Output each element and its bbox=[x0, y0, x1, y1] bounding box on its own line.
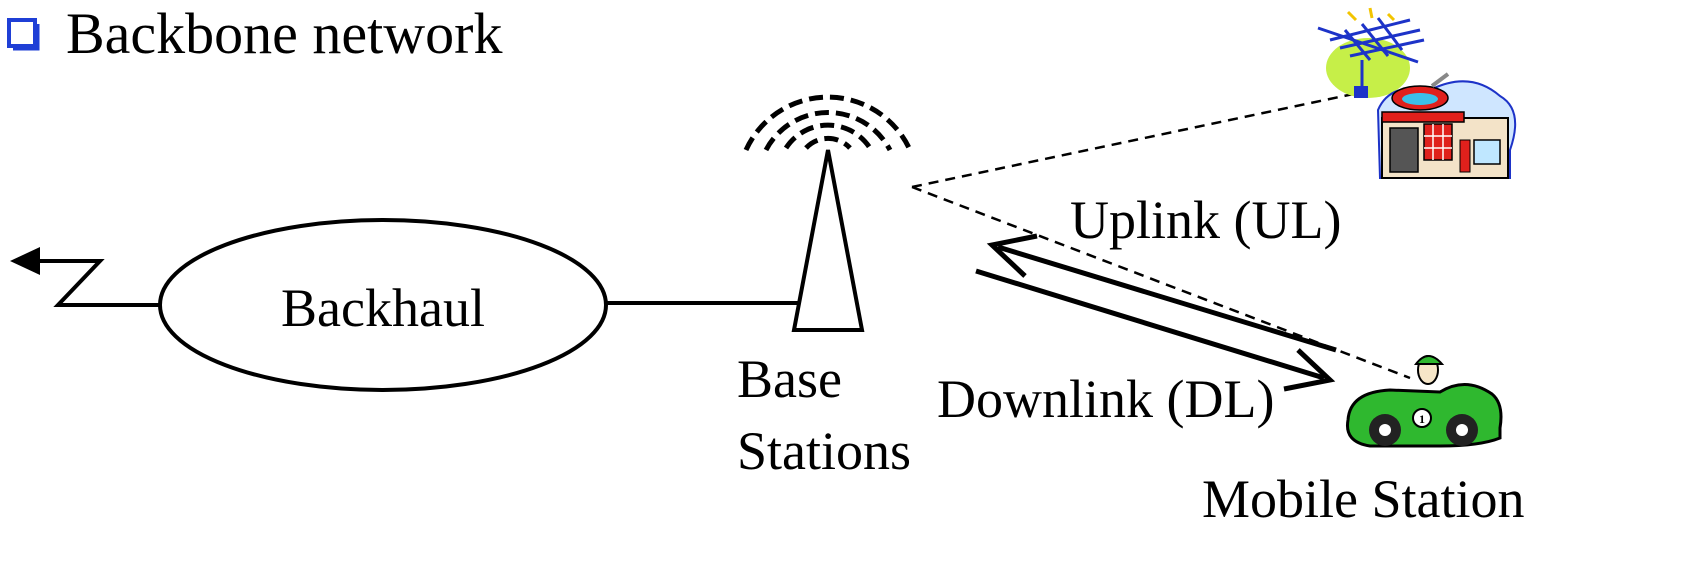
lightning-arrow-icon bbox=[10, 247, 160, 307]
base-stations-label-line1: Base bbox=[737, 349, 842, 409]
hollow-square-bullet-icon bbox=[7, 18, 37, 48]
dashed-link-to-building bbox=[911, 91, 1359, 189]
antenna-tower-icon bbox=[791, 149, 865, 332]
mobile-station-label: Mobile Station bbox=[1202, 469, 1525, 529]
backhaul-label: Backhaul bbox=[281, 278, 485, 338]
downlink-label: Downlink (DL) bbox=[937, 369, 1274, 429]
repair-shop-building-icon bbox=[1376, 72, 1517, 179]
heading-text: Backbone network bbox=[66, 1, 502, 66]
downlink-arrow bbox=[975, 268, 1336, 392]
rooftop-antenna-icon bbox=[1317, 7, 1425, 98]
race-car-icon: 1 bbox=[1345, 355, 1503, 448]
uplink-label: Uplink (UL) bbox=[1070, 190, 1341, 250]
bullet-shadow bbox=[13, 24, 40, 51]
heading: Backbone network bbox=[7, 1, 502, 66]
signal-waves-icon bbox=[743, 94, 913, 152]
car-number: 1 bbox=[1419, 412, 1425, 426]
base-stations-label-line2: Stations bbox=[737, 421, 911, 481]
uplink-arrow bbox=[986, 233, 1337, 353]
